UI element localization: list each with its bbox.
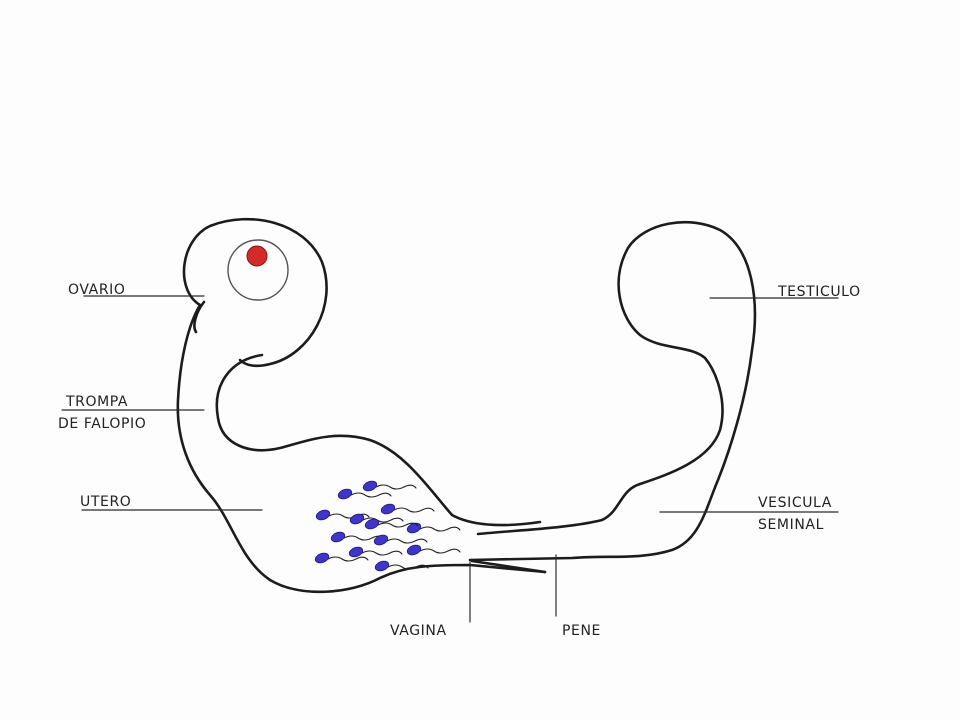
sperm-cell-icon <box>315 509 370 521</box>
label-trompa-line2: DE FALOPIO <box>58 416 146 432</box>
sperm-tail <box>387 564 429 570</box>
sperm-cell-icon <box>314 552 369 564</box>
sperm-cell-icon <box>373 534 428 546</box>
sperm-tail <box>386 538 428 544</box>
sperm-tail <box>393 507 435 513</box>
sperm-cell-icon <box>374 560 429 572</box>
sperm-cell-icon <box>362 480 417 492</box>
ovary-circle <box>227 239 289 301</box>
sperm-tail <box>419 526 461 532</box>
sperm-tail <box>419 548 461 554</box>
sperm-head <box>337 488 353 500</box>
sperm-cell-icon <box>337 488 392 500</box>
female-tract-outline <box>182 217 328 368</box>
sperm-head <box>380 503 396 515</box>
sperm-tail <box>377 522 419 528</box>
sperm-head <box>348 546 364 558</box>
sperm-head <box>315 509 331 521</box>
sperm-tail <box>327 556 369 562</box>
sperm-head <box>349 513 365 525</box>
sperm-cluster <box>314 480 461 572</box>
sperm-cell-icon <box>349 513 404 525</box>
sperm-cell-icon <box>380 503 435 515</box>
label-vesicula-line1: VESICULA <box>758 495 832 511</box>
sperm-tail <box>362 517 404 523</box>
label-utero: UTERO <box>80 494 131 510</box>
label-ovario: OVARIO <box>68 282 126 298</box>
sperm-head <box>406 544 422 556</box>
sperm-cell-icon <box>364 518 419 530</box>
sperm-tail <box>328 513 370 519</box>
label-pene: PENE <box>562 623 601 639</box>
label-trompa-line1: TROMPA <box>65 394 128 410</box>
label-vesicula-line2: SEMINAL <box>758 517 824 533</box>
male-tract-outline <box>468 220 757 562</box>
sperm-head <box>373 534 389 546</box>
sperm-tail <box>361 550 403 556</box>
sperm-head <box>314 552 330 564</box>
ovary-fringe-hook <box>193 300 206 334</box>
sperm-head <box>330 531 346 543</box>
sperm-head <box>362 480 378 492</box>
label-vagina: VAGINA <box>390 623 447 639</box>
sperm-cell-icon <box>348 546 403 558</box>
sperm-tail <box>375 484 417 490</box>
female-tract-lower-edge <box>176 303 547 594</box>
egg-cell-icon <box>246 245 268 267</box>
fallopian-tube-upper-edge <box>215 353 542 527</box>
sperm-head <box>374 560 390 572</box>
sperm-cell-icon <box>406 544 461 556</box>
sperm-head <box>364 518 380 530</box>
sperm-tail <box>350 492 392 498</box>
label-testiculo: TESTICULO <box>777 284 861 300</box>
penis-line <box>470 559 547 574</box>
